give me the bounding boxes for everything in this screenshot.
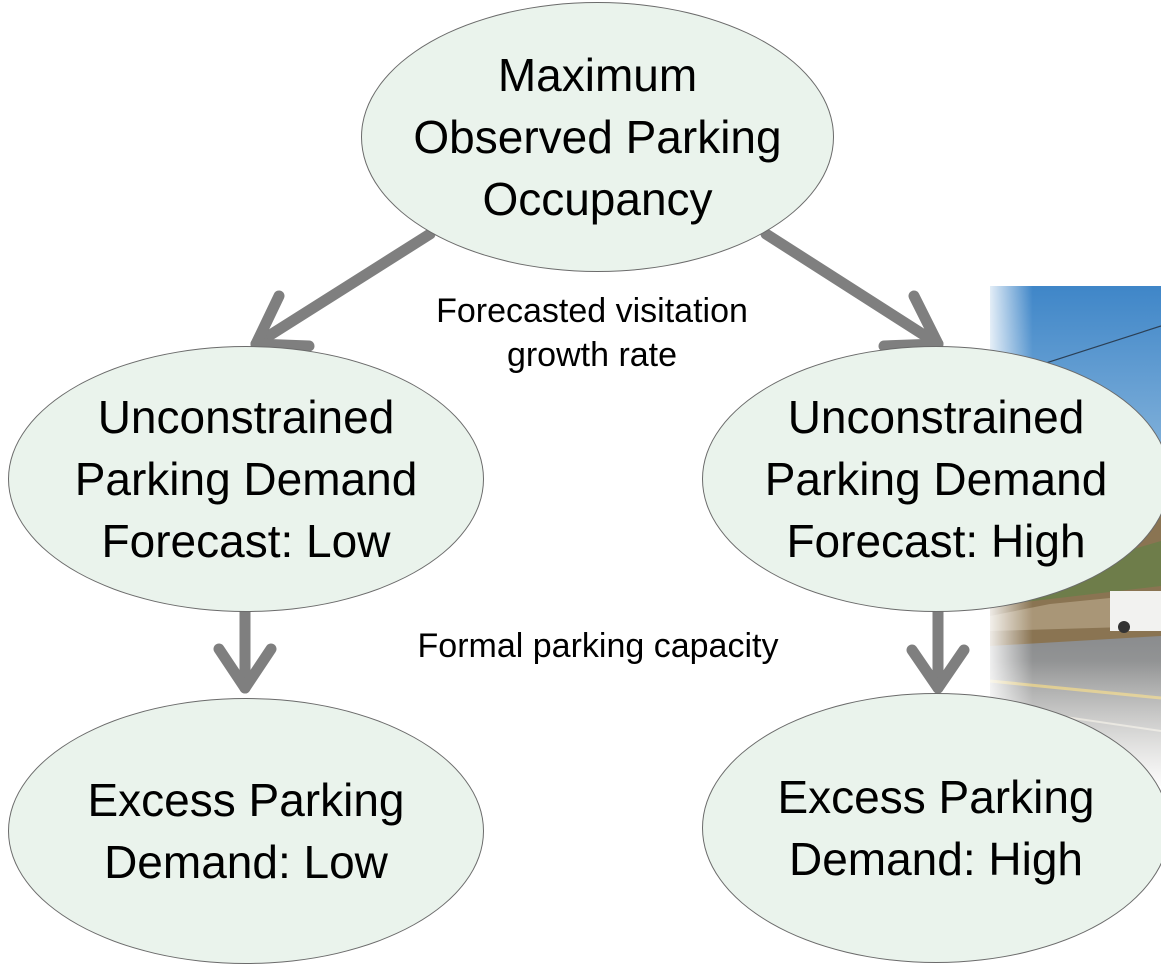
node-forecast-high: Unconstrained Parking Demand Forecast: H…: [702, 346, 1161, 612]
arrow-to-high-excess: [906, 603, 970, 694]
node-excess-low-label: Excess Parking Demand: Low: [87, 774, 405, 888]
arrow-to-high-forecast: [760, 228, 944, 352]
node-excess-high: Excess Parking Demand: High: [702, 693, 1161, 963]
node-forecast-low-label: Unconstrained Parking Demand Forecast: L…: [74, 391, 418, 567]
node-excess-low: Excess Parking Demand: Low: [8, 698, 484, 964]
node-forecast-low: Unconstrained Parking Demand Forecast: L…: [8, 346, 484, 612]
arrow-to-low-excess: [213, 598, 277, 694]
node-excess-high-label: Excess Parking Demand: High: [777, 771, 1095, 885]
node-forecast-high-label: Unconstrained Parking Demand Forecast: H…: [764, 391, 1108, 567]
node-max-observed-occupancy: Maximum Observed Parking Occupancy: [361, 2, 834, 272]
label-growth-rate: Forecasted visitation growth rate: [436, 292, 748, 374]
label-formal-capacity: Formal parking capacity: [417, 627, 779, 665]
node-max-observed-occupancy-label: Maximum Observed Parking Occupancy: [413, 49, 782, 225]
arrow-to-low-forecast: [250, 228, 436, 352]
